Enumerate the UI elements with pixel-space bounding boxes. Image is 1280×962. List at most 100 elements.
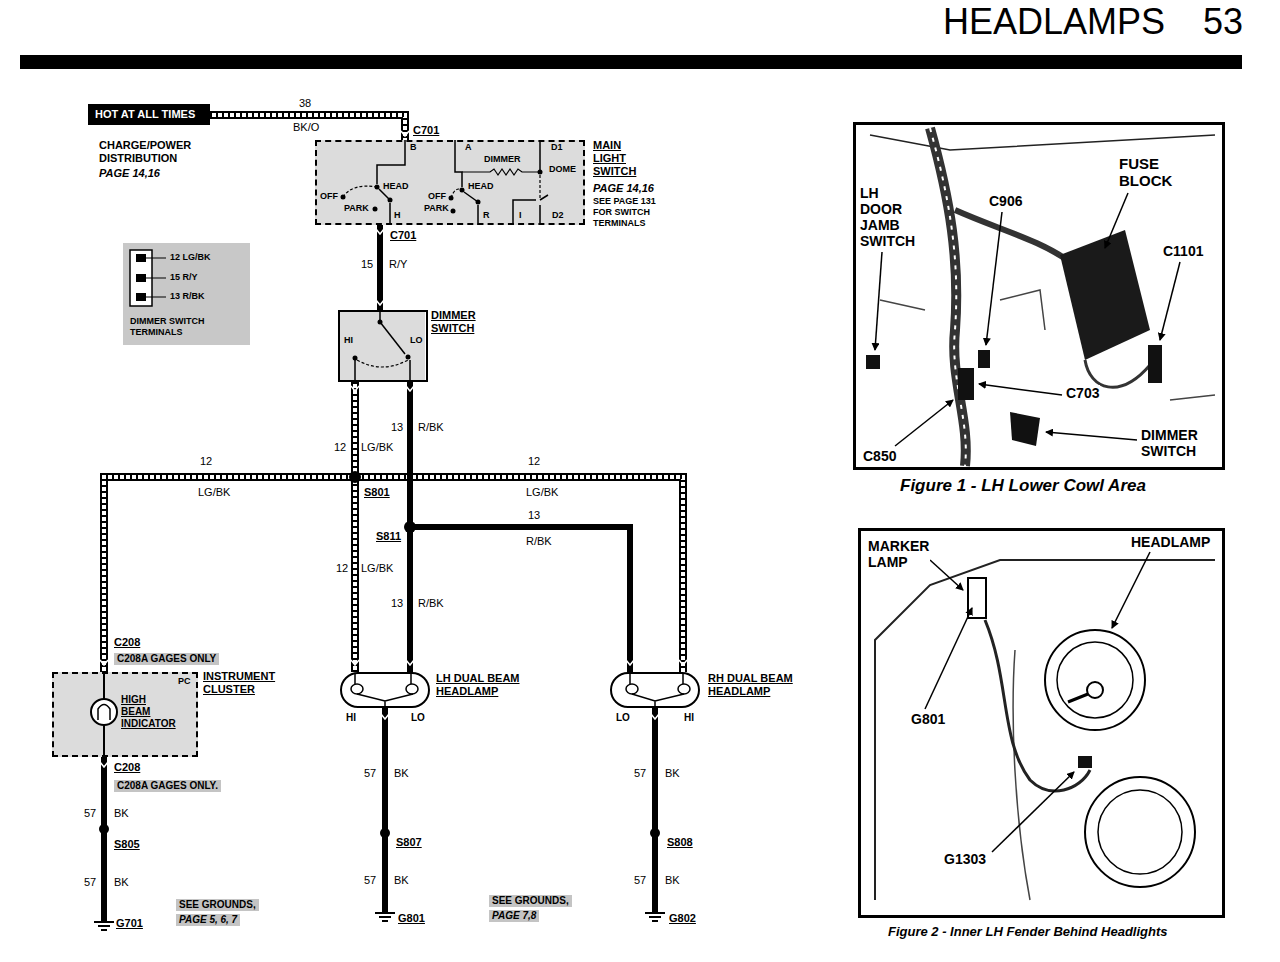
leader-line	[925, 608, 972, 709]
splice-dot	[99, 824, 109, 834]
splice-dot	[349, 471, 361, 483]
position-label: DOME	[549, 164, 576, 175]
switch-contact	[375, 185, 380, 190]
switch-contact	[373, 207, 378, 212]
switch-contact	[406, 355, 411, 360]
leader-line	[986, 212, 1002, 345]
splice-id: S807	[396, 836, 422, 849]
switch-travel	[343, 186, 377, 197]
terminal-label: I	[519, 210, 522, 221]
connector-id: C208	[114, 761, 140, 774]
wire-number: 13	[391, 597, 403, 610]
wire-color: BK	[114, 807, 129, 820]
switch-lead	[389, 203, 391, 225]
wire-color: LG/BK	[198, 486, 230, 499]
wire-stripe	[210, 115, 405, 140]
terminal-label: A	[465, 142, 472, 153]
position-label: HEAD	[383, 181, 409, 192]
position-label: PARK	[344, 203, 369, 214]
switch-lead	[477, 205, 479, 225]
dimmer-switch-part	[1010, 412, 1040, 446]
wire-number: 13	[528, 509, 540, 522]
instrument-cluster: INSTRUMENT CLUSTERPCHIGH BEAM INDICATOR	[52, 672, 198, 757]
main-light-switch: MAIN LIGHT SWITCHPAGE 14,16SEE PAGE 131 …	[315, 140, 585, 225]
callout-label: C1101	[1162, 243, 1204, 259]
cluster-name: INSTRUMENT CLUSTER	[203, 670, 275, 696]
switch-lead	[455, 140, 462, 187]
ground-symbol	[375, 913, 395, 921]
wire-color: BK	[394, 767, 409, 780]
ground-symbol	[94, 922, 114, 930]
wire-harness	[1085, 360, 1150, 387]
callout-label: G1303	[943, 851, 987, 867]
leader-line	[895, 400, 953, 446]
power-source-box: HOT AT ALL TIMES	[88, 104, 210, 125]
switch-lead	[513, 200, 536, 225]
contact-label: LO	[410, 335, 423, 346]
leader-line	[1112, 552, 1150, 628]
source-text: HOT AT ALL TIMES	[95, 108, 195, 121]
wire-number: 13	[391, 421, 403, 434]
connector-id: C208	[114, 636, 140, 649]
headlamp-outline	[1098, 790, 1182, 874]
headlamp-outline	[1057, 642, 1133, 718]
wire-color: BK/O	[293, 121, 319, 134]
beam-label: HI	[684, 712, 694, 724]
switch-travel	[539, 175, 540, 200]
wire-number: 12	[334, 441, 346, 454]
position-label: PARK	[424, 203, 449, 214]
wire-number: 57	[84, 876, 96, 889]
splice-id: S811	[376, 530, 401, 543]
inset-fill	[123, 243, 250, 345]
callout-label: HEADLAMP	[1130, 534, 1211, 550]
connector-note: C208A GAGES ONLY.	[114, 780, 221, 792]
wire-color: R/Y	[389, 258, 407, 271]
wire-color: LG/BK	[361, 441, 393, 454]
contact-label: HI	[344, 335, 353, 346]
switch-contact	[341, 195, 346, 200]
switch-contact	[460, 188, 465, 193]
wire-color: R/BK	[418, 421, 444, 434]
pin-label: 13 R/BK	[170, 291, 205, 302]
ground-symbol	[645, 913, 665, 921]
wire-color: LG/BK	[361, 562, 393, 575]
door-switch	[866, 355, 880, 369]
ground-id: G801	[398, 912, 425, 925]
connector-note: C208A GAGES ONLY	[114, 653, 219, 665]
wire-hatch	[104, 382, 355, 672]
wire-harness	[985, 620, 1090, 791]
switch-name: MAIN LIGHT SWITCH	[593, 139, 636, 178]
pin-label: 12 LG/BK	[170, 252, 211, 263]
switch-contact	[538, 170, 543, 175]
wire-number: 12	[200, 455, 212, 468]
ground-note: SEE GROUNDS,	[489, 895, 572, 907]
position-label: DIMMER	[484, 154, 521, 165]
page-number: 53	[1203, 2, 1243, 42]
switch-contact	[451, 209, 456, 214]
switch-lead	[377, 140, 405, 184]
wire-solid	[410, 382, 630, 672]
callout-label: C906	[988, 193, 1023, 209]
filament-lead	[355, 674, 413, 706]
header-rule	[20, 55, 1242, 69]
ground-note: PAGE 5, 6, 7	[176, 914, 240, 926]
wire-color: BK	[114, 876, 129, 889]
leader-line	[1046, 432, 1137, 440]
harness-texture	[930, 128, 966, 466]
wire-hatch	[210, 115, 405, 140]
ground-wire	[104, 708, 655, 922]
beam-label: LO	[616, 712, 630, 724]
callout-label: C850	[862, 448, 897, 464]
wire-color: BK	[665, 767, 680, 780]
wire	[104, 382, 355, 672]
wire	[380, 225, 381, 310]
wire-number: 12	[336, 562, 348, 575]
connector-id: C701	[413, 124, 439, 137]
page-ref: PAGE 14,16	[593, 182, 654, 195]
filament-symbol	[351, 684, 363, 694]
wire-stripe	[355, 382, 683, 672]
splice-id: S801	[364, 486, 390, 499]
wire-stripe	[104, 382, 355, 672]
headlamp-outline	[1045, 630, 1145, 730]
wire-number: 57	[634, 767, 646, 780]
